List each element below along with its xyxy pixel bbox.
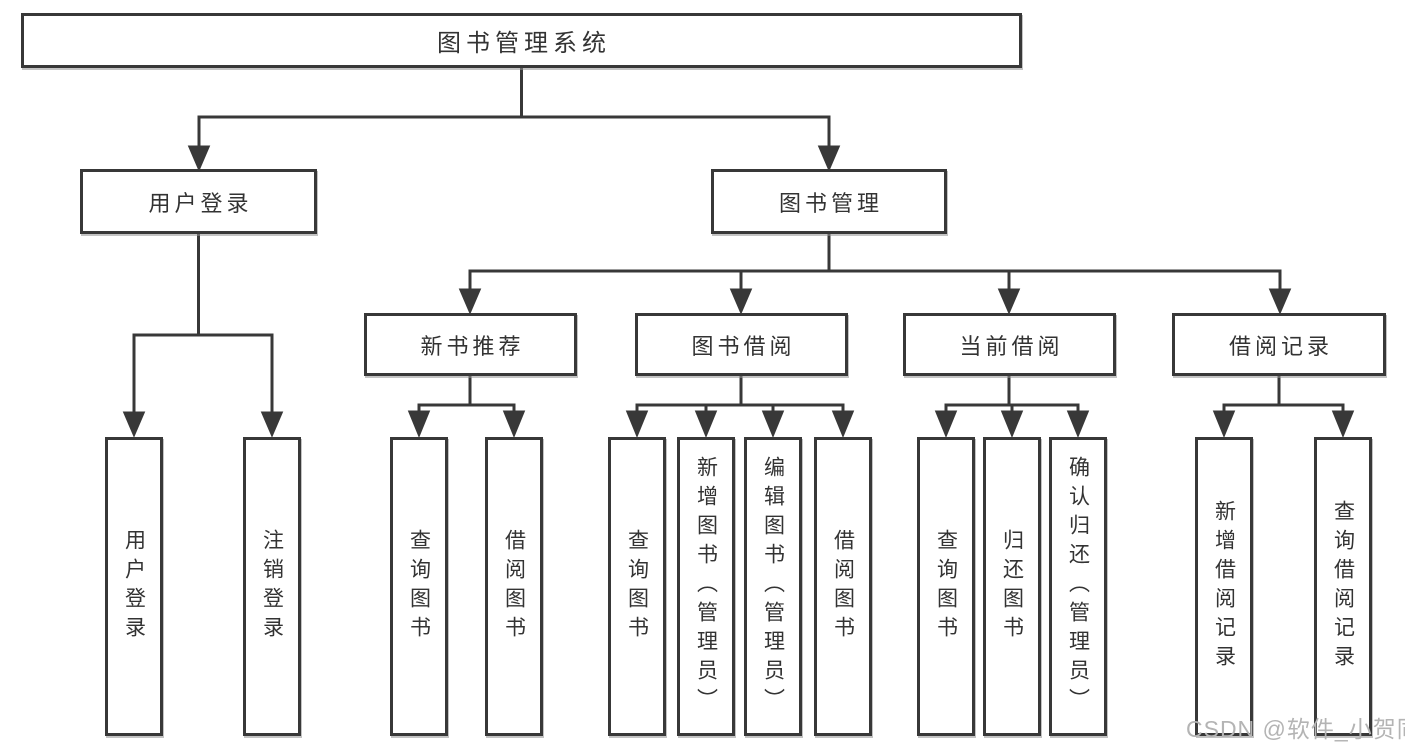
leaf-borrow-books: 借阅图书 — [814, 437, 872, 736]
node-label: 图书管理 — [778, 190, 883, 216]
node-label: 当前借阅 — [959, 333, 1064, 359]
node-user-login: 用户登录 — [80, 169, 317, 234]
leaf-user-login: 用户登录 — [105, 437, 163, 736]
node-label: 借阅图书 — [502, 528, 526, 645]
node-book-management: 图书管理 — [711, 169, 947, 234]
node-label: 新增借阅记录 — [1212, 499, 1236, 674]
node-label: 查询图书 — [407, 528, 431, 645]
node-label: 查询图书 — [934, 528, 958, 645]
node-label: 用户登录 — [122, 528, 146, 645]
node-new-book-recommendation: 新书推荐 — [364, 313, 577, 376]
node-label: 查询借阅记录 — [1331, 499, 1355, 674]
node-label: 图书借阅 — [691, 333, 796, 359]
leaf-confirm-return-admin: 确认归还（管理员） — [1049, 437, 1107, 736]
node-label: 确认归还（管理员） — [1066, 456, 1090, 717]
node-label: 用户登录 — [148, 190, 253, 216]
node-current-borrowing: 当前借阅 — [903, 313, 1116, 376]
leaf-query-books: 查询图书 — [390, 437, 448, 736]
node-book-borrowing: 图书借阅 — [635, 313, 848, 376]
leaf-borrow-books: 借阅图书 — [485, 437, 543, 736]
leaf-logout: 注销登录 — [243, 437, 301, 736]
node-label: 新书推荐 — [420, 333, 525, 359]
node-label: 借阅记录 — [1228, 333, 1333, 359]
node-label: 图书管理系统 — [437, 30, 611, 57]
leaf-add-book-admin: 新增图书（管理员） — [677, 437, 735, 736]
leaf-query-borrow-record: 查询借阅记录 — [1314, 437, 1372, 736]
leaf-query-books: 查询图书 — [608, 437, 666, 736]
node-borrow-records: 借阅记录 — [1172, 313, 1386, 376]
node-library-system: 图书管理系统 — [21, 13, 1022, 68]
watermark: CSDN @软件_小贺同学 — [1186, 716, 1405, 742]
node-label: 新增图书（管理员） — [694, 456, 718, 717]
node-label: 借阅图书 — [831, 528, 855, 645]
leaf-edit-book-admin: 编辑图书（管理员） — [744, 437, 802, 736]
leaf-query-books: 查询图书 — [917, 437, 975, 736]
node-label: 归还图书 — [1000, 528, 1024, 645]
node-label: 注销登录 — [260, 528, 284, 645]
leaf-add-borrow-record: 新增借阅记录 — [1195, 437, 1253, 736]
node-label: 查询图书 — [625, 528, 649, 645]
leaf-return-books: 归还图书 — [983, 437, 1041, 736]
node-label: 编辑图书（管理员） — [761, 456, 785, 717]
